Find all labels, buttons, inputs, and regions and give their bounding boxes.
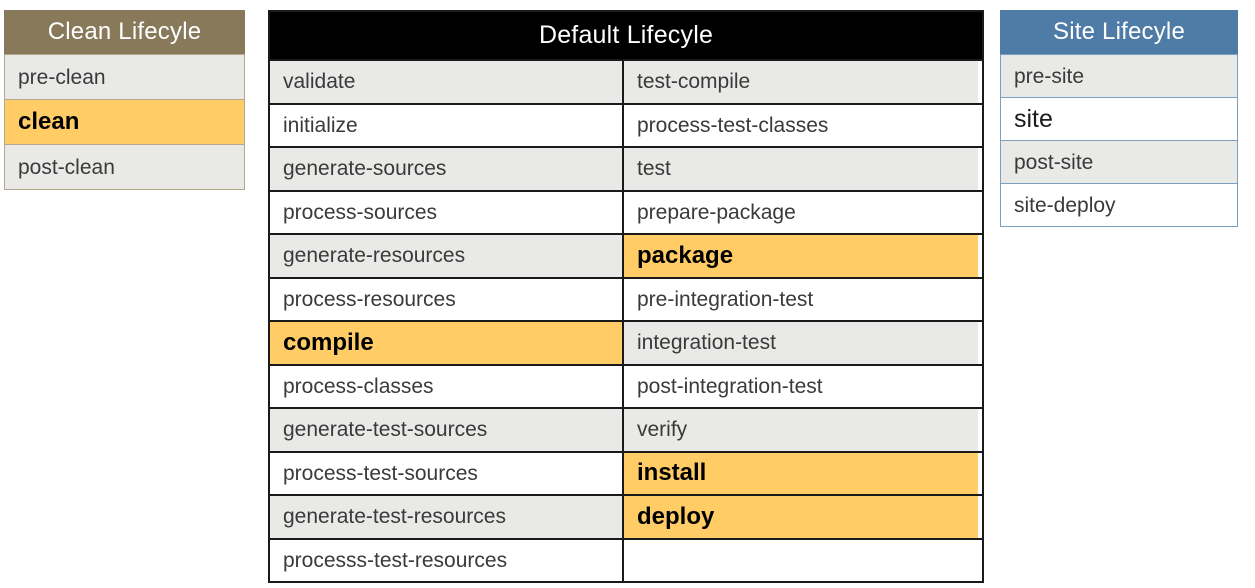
default-phase-post-integration-test[interactable]: post-integration-test: [624, 365, 978, 407]
default-phase-integration-test[interactable]: integration-test: [624, 322, 978, 364]
default-phase-process-sources[interactable]: process-sources: [270, 191, 624, 233]
default-phase-install[interactable]: install: [624, 452, 978, 494]
clean-phase-pre-clean[interactable]: pre-clean: [5, 55, 244, 99]
default-phase-compile[interactable]: compile: [270, 322, 624, 364]
clean-phase-post-clean[interactable]: post-clean: [5, 145, 244, 189]
default-phase-process-resources[interactable]: process-resources: [270, 278, 624, 320]
default-phase-pre-integration-test[interactable]: pre-integration-test: [624, 278, 978, 320]
default-phase-process-test-classes[interactable]: process-test-classes: [624, 104, 978, 146]
default-phase-generate-sources[interactable]: generate-sources: [270, 148, 624, 190]
default-phase-test[interactable]: test: [624, 148, 978, 190]
default-phase-empty: [624, 539, 978, 581]
default-phase-package[interactable]: package: [624, 235, 978, 277]
table-row[interactable]: post-site: [1000, 141, 1238, 184]
default-phase-process-classes[interactable]: process-classes: [270, 365, 624, 407]
default-phase-validate[interactable]: validate: [270, 61, 624, 103]
table-row[interactable]: site-deploy: [1000, 184, 1238, 227]
default-phase-prepare-package[interactable]: prepare-package: [624, 191, 978, 233]
clean-lifecycle-title: Clean Lifecyle: [4, 10, 245, 54]
default-phase-test-compile[interactable]: test-compile: [624, 61, 978, 103]
site-phase-site-deploy[interactable]: site-deploy: [1001, 184, 1237, 226]
table-row[interactable]: pre-clean: [4, 54, 245, 100]
site-phase-pre-site[interactable]: pre-site: [1001, 55, 1237, 97]
default-phase-generate-resources[interactable]: generate-resources: [270, 235, 624, 277]
site-phase-post-site[interactable]: post-site: [1001, 141, 1237, 183]
table-row[interactable]: post-clean: [4, 145, 245, 190]
site-lifecycle-title: Site Lifecyle: [1000, 10, 1238, 54]
default-lifecycle-title: Default Lifecyle: [270, 12, 982, 59]
site-phase-site[interactable]: site: [1014, 104, 1053, 133]
table-row[interactable]: processs-test-resources: [270, 537, 982, 581]
table-row[interactable]: clean: [4, 100, 245, 145]
table-row[interactable]: pre-site: [1000, 54, 1238, 98]
default-phase-deploy[interactable]: deploy: [624, 496, 978, 538]
default-phase-generate-test-sources[interactable]: generate-test-sources: [270, 409, 624, 451]
default-phase-verify[interactable]: verify: [624, 409, 978, 451]
clean-phase-clean[interactable]: clean: [5, 100, 244, 144]
default-phase-generate-test-resources[interactable]: generate-test-resources: [270, 496, 624, 538]
default-phase-processs-test-resources[interactable]: processs-test-resources: [270, 539, 624, 581]
table-row[interactable]: site: [1000, 98, 1238, 141]
default-phase-initialize[interactable]: initialize: [270, 104, 624, 146]
default-phase-process-test-sources[interactable]: process-test-sources: [270, 452, 624, 494]
